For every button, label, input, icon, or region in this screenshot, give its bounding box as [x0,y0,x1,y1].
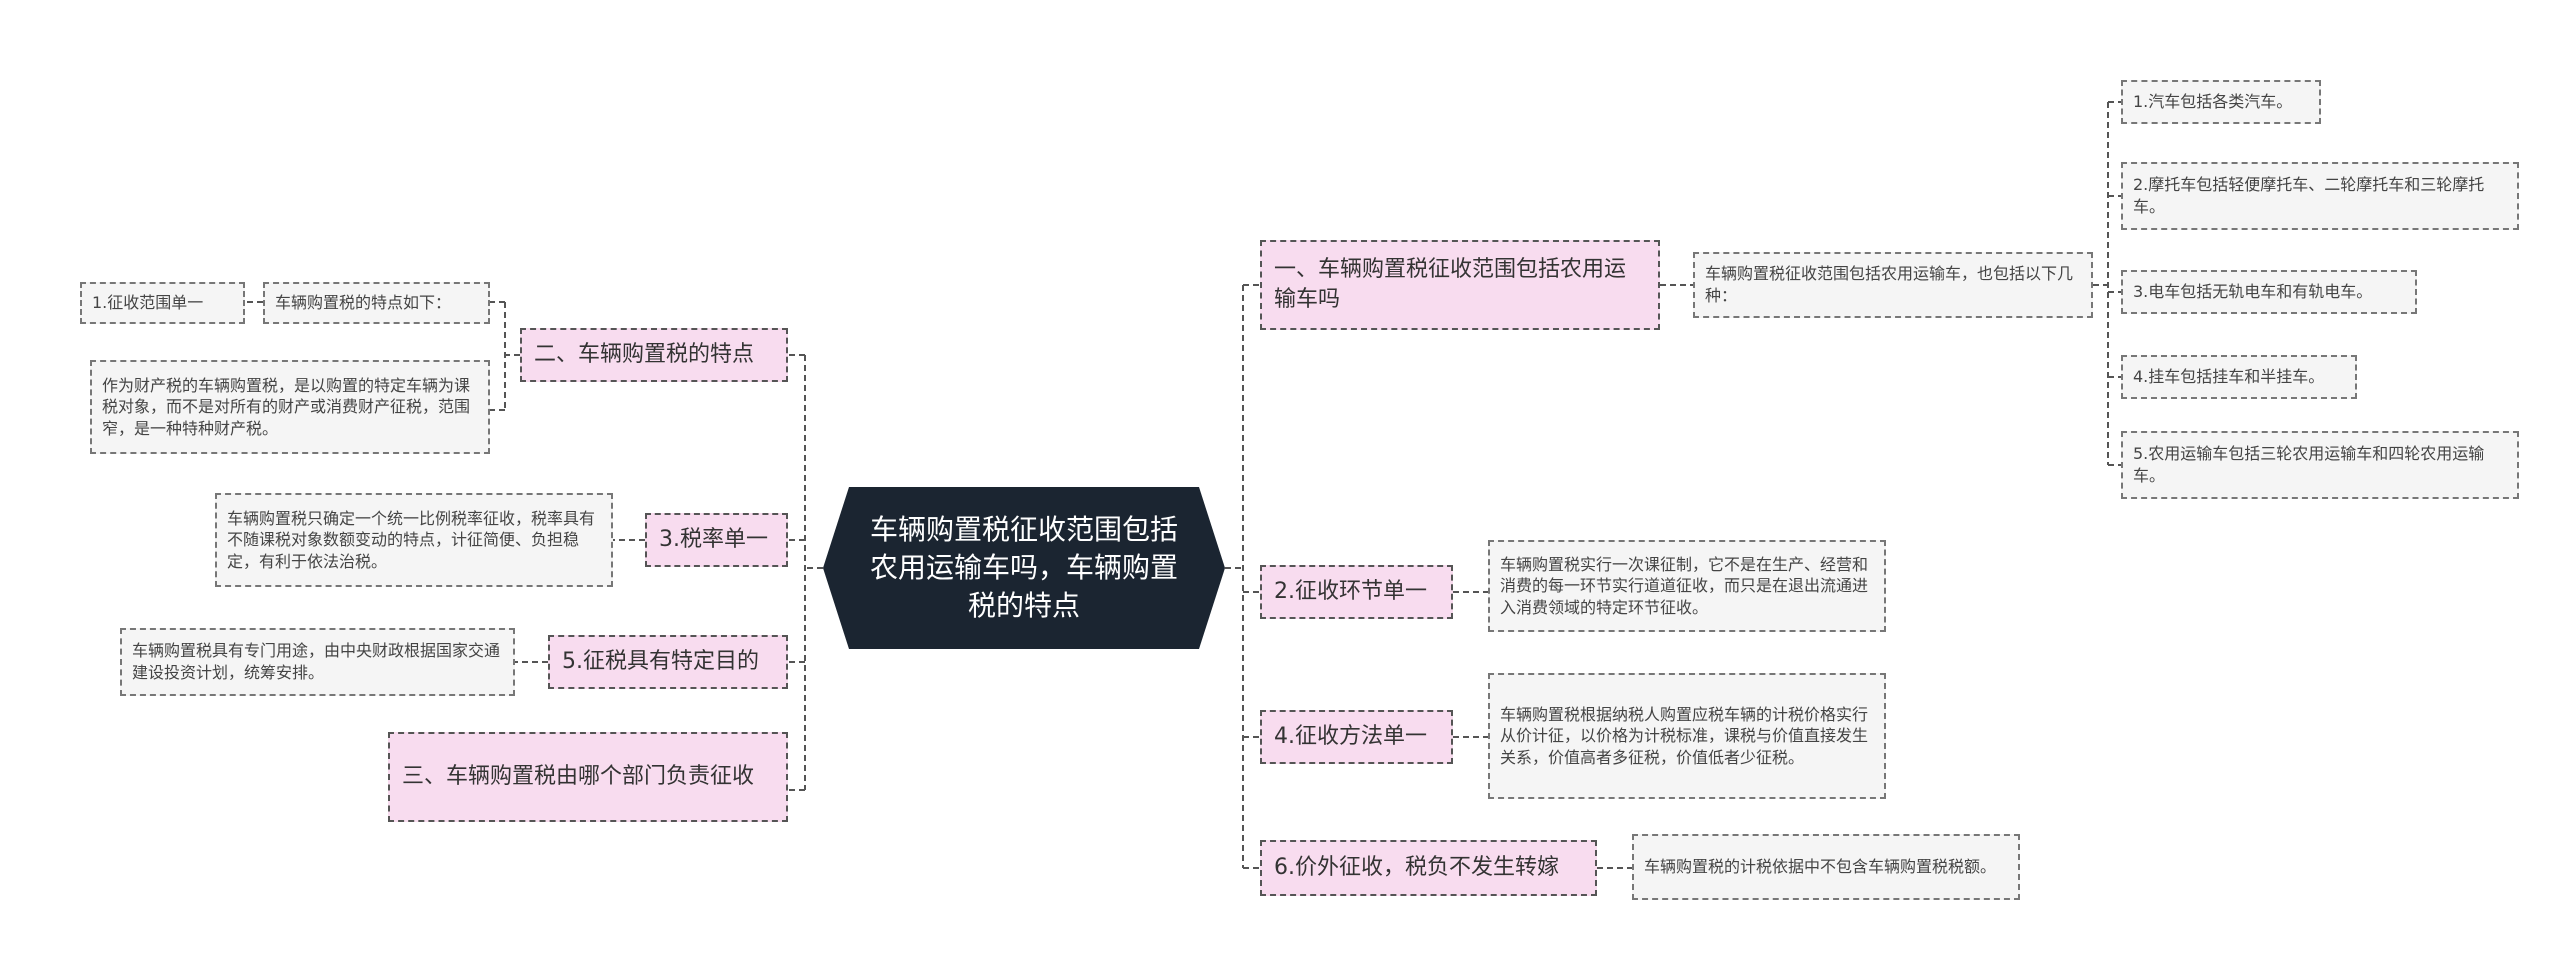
stage-desc[interactable]: 车辆购置税实行一次课征制，它不是在生产、经营和消费的每一环节实行道道征收，而只是… [1488,540,1886,632]
branch-features[interactable]: 二、车辆购置税的特点 [520,328,788,382]
scope-desc-text: 车辆购置税征收范围包括农用运输车，也包括以下几种： [1705,264,2074,305]
method-desc-text: 车辆购置税根据纳税人购置应税车辆的计税价格实行从价计征，以价格为计税标准，课税与… [1500,704,1869,767]
scope-item-text: 5.农用运输车包括三轮农用运输车和四轮农用运输车。 [2133,444,2485,485]
branch-rate-label: 3.税率单一 [659,527,768,553]
scope-item-2[interactable]: 2.摩托车包括轻便摩托车、二轮摩托车和三轮摩托车。 [2121,162,2519,230]
root-title: 车辆购置税征收范围包括农用运输车吗，车辆购置税的特点 [869,513,1178,622]
scope-desc[interactable]: 车辆购置税征收范围包括农用运输车，也包括以下几种： [1693,252,2093,318]
branch-purpose-label: 5.征税具有特定目的 [562,649,759,675]
root-topic[interactable]: 车辆购置税征收范围包括农用运输车吗，车辆购置税的特点 [823,487,1225,649]
branch-rate[interactable]: 3.税率单一 [645,513,788,567]
features-intro-text: 车辆购置税的特点如下： [275,293,452,313]
scope-item-5[interactable]: 5.农用运输车包括三轮农用运输车和四轮农用运输车。 [2121,431,2519,499]
scope-item-4[interactable]: 4.挂车包括挂车和半挂车。 [2121,355,2357,399]
scope-item-1[interactable]: 1.汽车包括各类汽车。 [2121,80,2321,124]
outside-desc-text: 车辆购置税的计税依据中不包含车辆购置税税额。 [1644,857,1997,877]
method-desc[interactable]: 车辆购置税根据纳税人购置应税车辆的计税价格实行从价计征，以价格为计税标准，课税与… [1488,673,1886,799]
features-desc[interactable]: 作为财产税的车辆购置税，是以购置的特定车辆为课税对象，而不是对所有的财产或消费财… [90,360,490,454]
scope-item-3[interactable]: 3.电车包括无轨电车和有轨电车。 [2121,270,2417,314]
branch-stage-label: 2.征收环节单一 [1274,579,1427,605]
scope-item-text: 4.挂车包括挂车和半挂车。 [2133,367,2325,387]
branch-features-label: 二、车辆购置税的特点 [534,342,755,368]
rate-desc-text: 车辆购置税只确定一个统一比例税率征收，税率具有不随课税对象数额变动的特点，计征简… [227,508,596,571]
rate-desc[interactable]: 车辆购置税只确定一个统一比例税率征收，税率具有不随课税对象数额变动的特点，计征简… [215,493,613,587]
branch-dept-label: 三、车辆购置税由哪个部门负责征收 [402,764,755,790]
scope-item-text: 1.汽车包括各类汽车。 [2133,92,2293,112]
outside-desc[interactable]: 车辆购置税的计税依据中不包含车辆购置税税额。 [1632,834,2020,900]
features-desc-text: 作为财产税的车辆购置税，是以购置的特定车辆为课税对象，而不是对所有的财产或消费财… [102,375,471,438]
branch-outside-label: 6.价外征收，税负不发生转嫁 [1274,855,1559,881]
features-sub1[interactable]: 1.征收范围单一 [80,282,245,324]
branch-method-label: 4.征收方法单一 [1274,724,1427,750]
branch-stage[interactable]: 2.征收环节单一 [1260,565,1453,619]
stage-desc-text: 车辆购置税实行一次课征制，它不是在生产、经营和消费的每一环节实行道道征收，而只是… [1500,554,1869,617]
branch-scope[interactable]: 一、车辆购置税征收范围包括农用运输车吗 [1260,240,1660,330]
scope-item-text: 2.摩托车包括轻便摩托车、二轮摩托车和三轮摩托车。 [2133,175,2485,216]
branch-method[interactable]: 4.征收方法单一 [1260,710,1453,764]
branch-dept[interactable]: 三、车辆购置税由哪个部门负责征收 [388,732,788,822]
branch-outside[interactable]: 6.价外征收，税负不发生转嫁 [1260,840,1597,896]
scope-item-text: 3.电车包括无轨电车和有轨电车。 [2133,282,2373,302]
branch-purpose[interactable]: 5.征税具有特定目的 [548,635,788,689]
purpose-desc-text: 车辆购置税具有专门用途，由中央财政根据国家交通建设投资计划，统筹安排。 [132,641,501,682]
purpose-desc[interactable]: 车辆购置税具有专门用途，由中央财政根据国家交通建设投资计划，统筹安排。 [120,628,515,696]
features-sub1-text: 1.征收范围单一 [92,293,204,313]
branch-scope-label: 一、车辆购置税征收范围包括农用运输车吗 [1274,257,1627,312]
features-intro[interactable]: 车辆购置税的特点如下： [263,282,490,324]
